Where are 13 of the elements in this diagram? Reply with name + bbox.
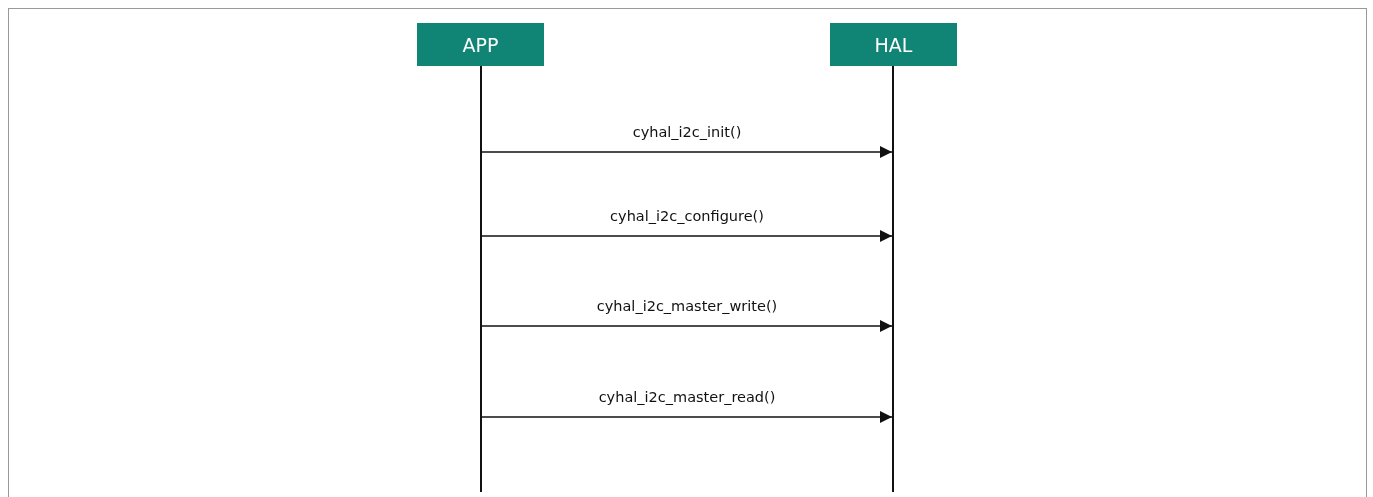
- participant-label: APP: [462, 33, 499, 56]
- lifeline: [480, 66, 482, 492]
- message-arrow: [481, 146, 893, 158]
- message-arrow: [481, 411, 893, 423]
- edge-label: cyhal_i2c_master_read(): [596, 389, 778, 405]
- lifeline: [892, 66, 894, 492]
- edge-label: cyhal_i2c_init(): [630, 124, 744, 140]
- message-arrow: [481, 320, 893, 332]
- participant-box: [417, 23, 544, 66]
- participant-label: HAL: [874, 33, 913, 56]
- participant-box: [830, 23, 957, 66]
- edge-label: cyhal_i2c_configure(): [608, 208, 766, 224]
- message-arrow: [481, 230, 893, 242]
